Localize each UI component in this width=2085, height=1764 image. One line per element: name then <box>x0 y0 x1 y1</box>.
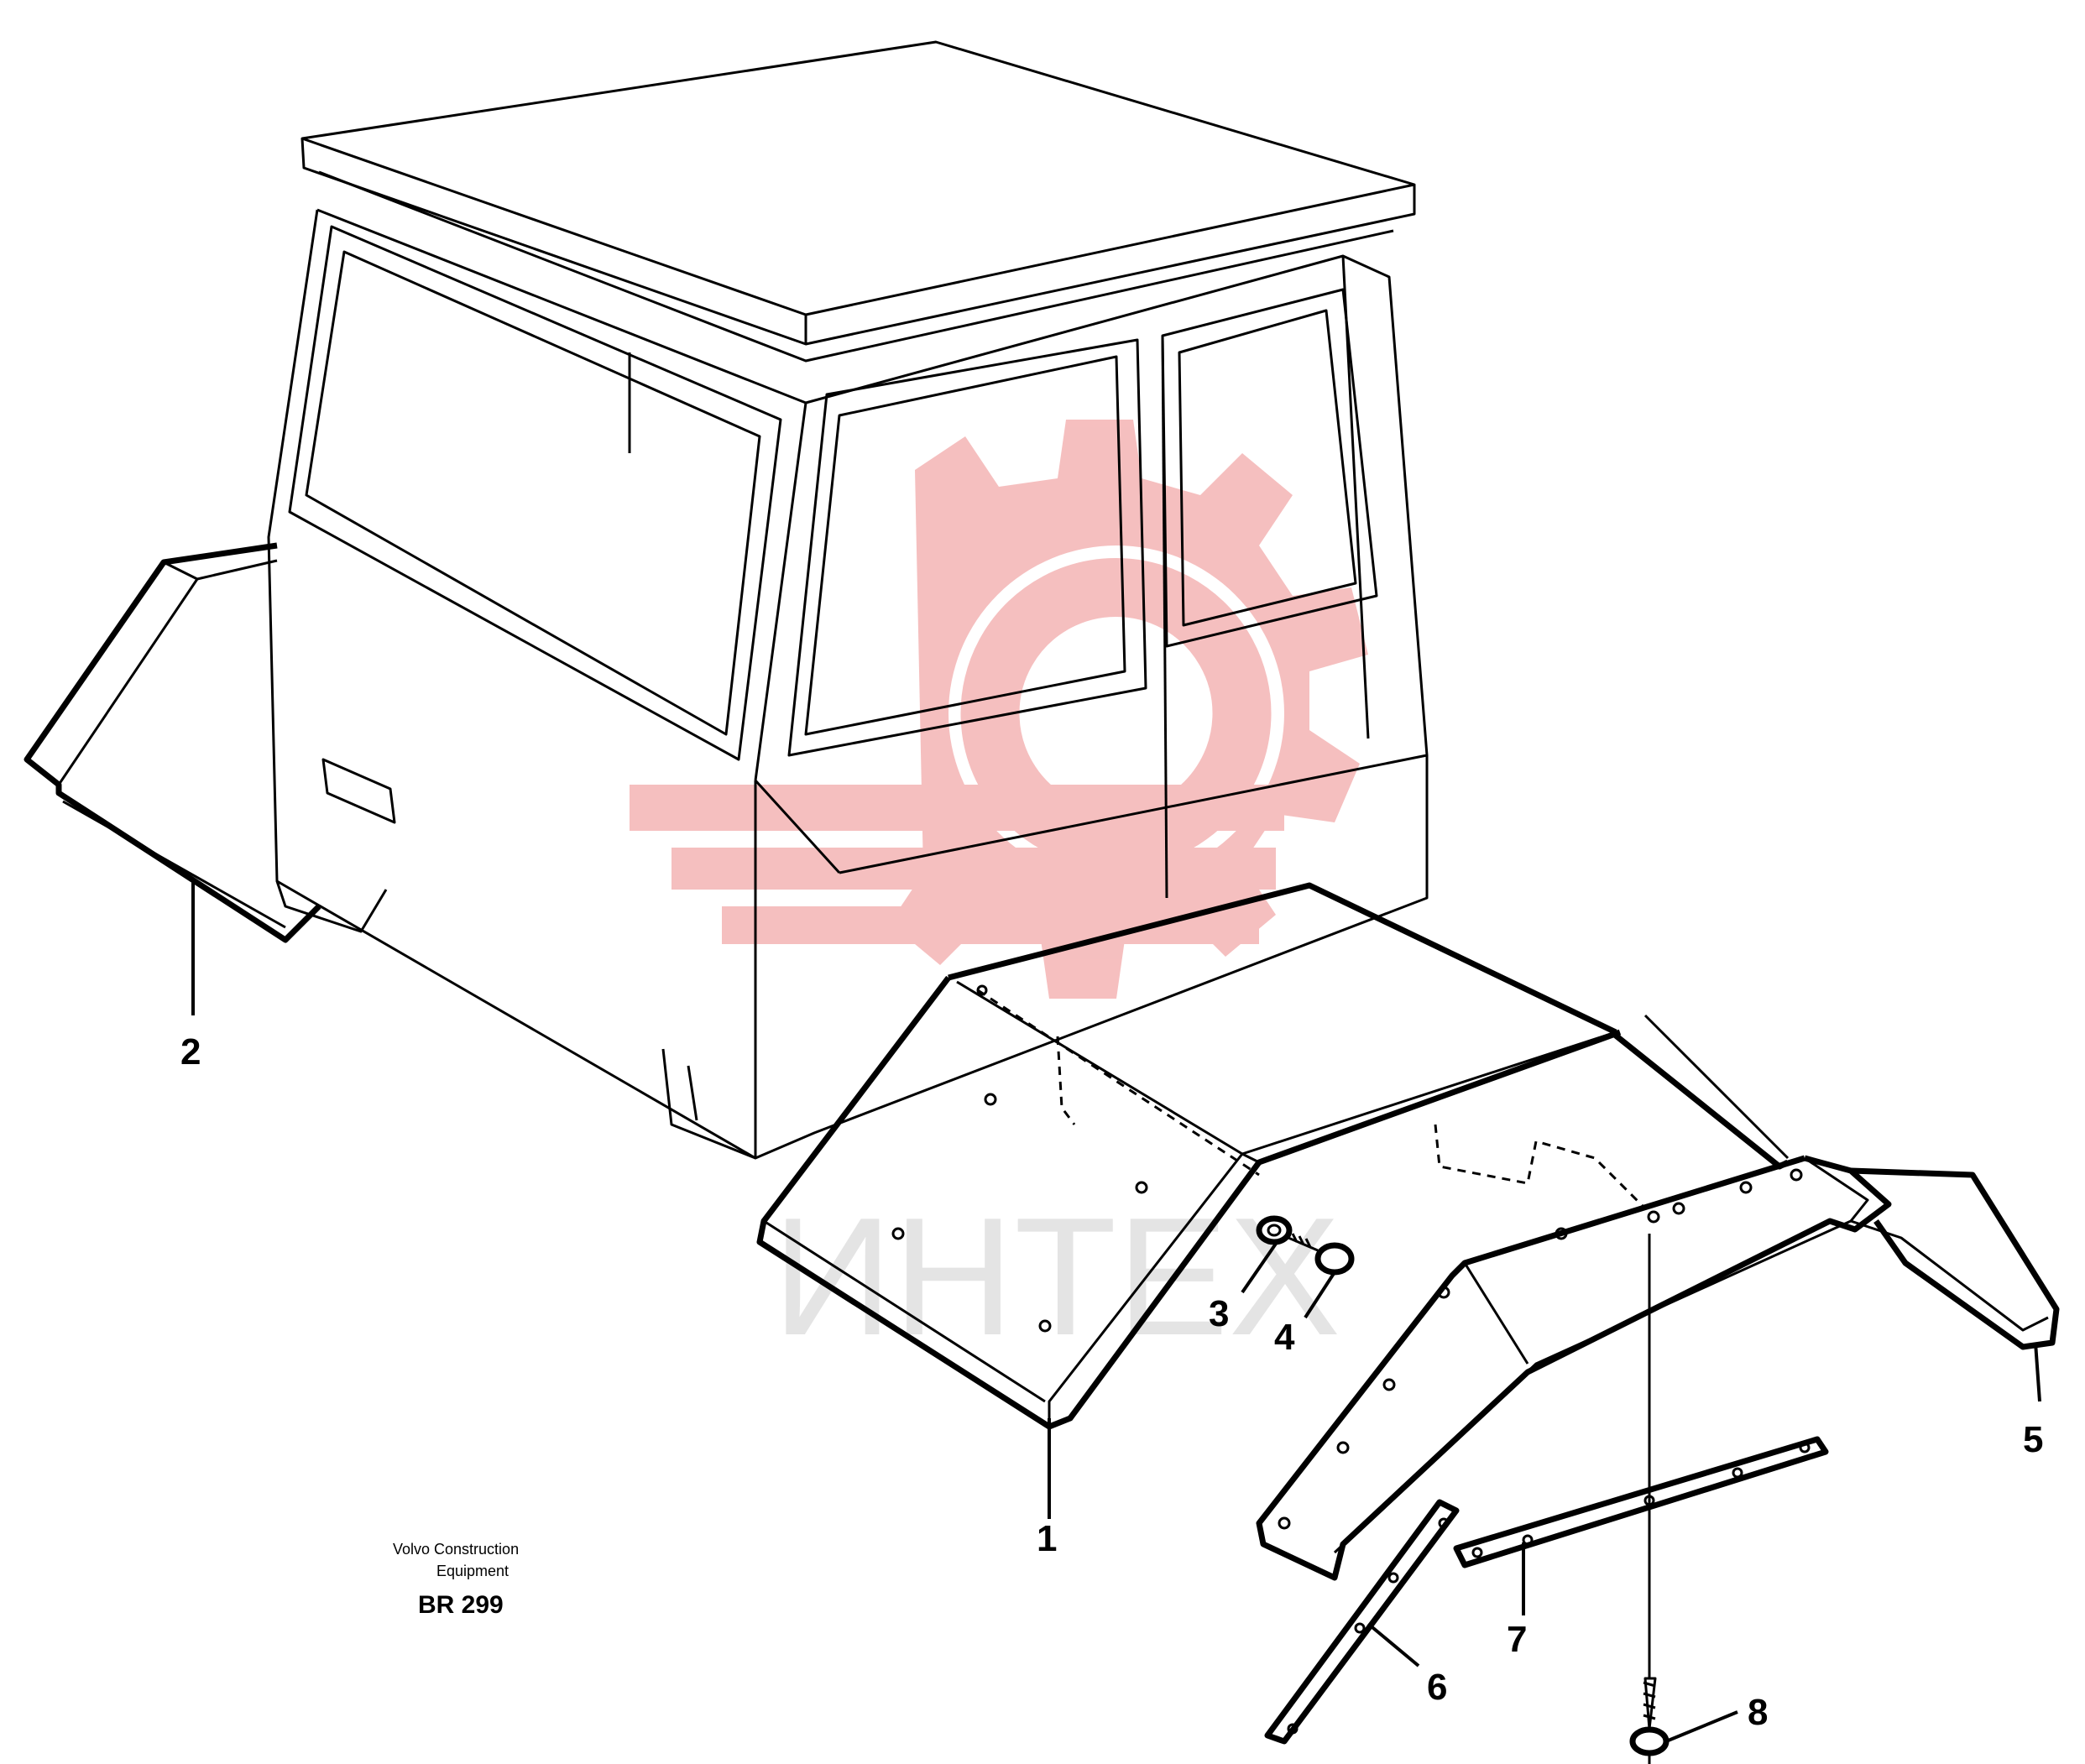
callout-1: 1 <box>1037 1518 1057 1559</box>
watermark-gear-ring <box>960 558 1272 869</box>
part-6-strip <box>1264 1499 1460 1745</box>
callout-7: 7 <box>1507 1619 1527 1660</box>
leader-6 <box>1366 1622 1420 1667</box>
leader-5 <box>2034 1342 2041 1402</box>
part-7-strip <box>1453 1436 1829 1568</box>
watermark-text: ИНТЕХ <box>772 1183 1340 1370</box>
callout-5: 5 <box>2023 1419 2043 1460</box>
part-2-rear-mudguard <box>24 542 321 943</box>
callout-4: 4 <box>1274 1317 1295 1358</box>
cab-roof <box>300 40 1416 363</box>
drawing-code: BR 299 <box>418 1591 504 1619</box>
callout-8: 8 <box>1748 1692 1768 1733</box>
leader-3 <box>1241 1242 1278 1294</box>
credit-line-2: Equipment <box>436 1563 509 1579</box>
leader-8 <box>1665 1710 1738 1743</box>
watermark-stripe-2 <box>671 848 1276 890</box>
part-5-bracket <box>1256 1014 2060 1581</box>
callout-2: 2 <box>180 1031 201 1072</box>
part-3-washer <box>1256 1215 1293 1245</box>
part-8-screw <box>1629 1234 1670 1764</box>
watermark-stripe-3 <box>722 906 1259 944</box>
watermark-gear-icon <box>630 420 1368 999</box>
watermark-stripe-1 <box>630 785 1284 831</box>
callout-3: 3 <box>1209 1293 1229 1334</box>
callout-6: 6 <box>1427 1667 1447 1708</box>
credit-line-1: Volvo Construction <box>393 1541 519 1558</box>
cab-body <box>267 208 1429 1160</box>
leader-4 <box>1304 1271 1336 1319</box>
